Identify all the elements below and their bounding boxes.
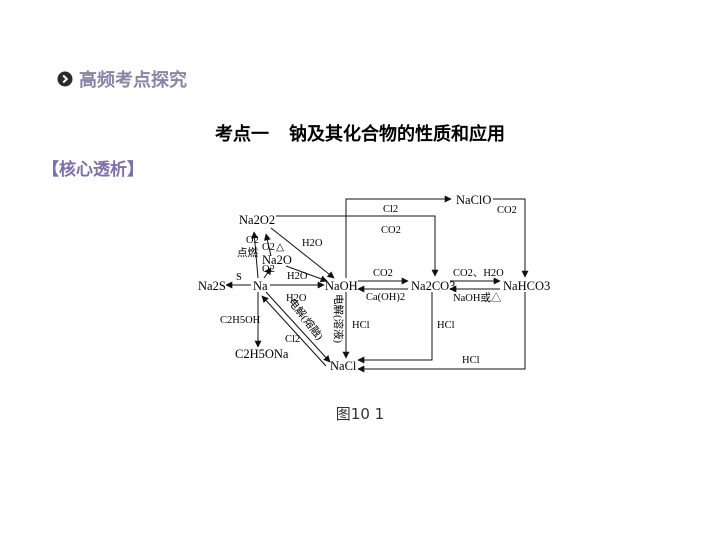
node-na2o2: Na2O2 [239,213,275,227]
node-nahco3: NaHCO3 [503,279,550,293]
label-dianran: 点燃 [237,246,258,259]
arrow-na2o2-to-naoh [270,227,335,279]
node-na2o: Na2O [262,253,292,267]
topic-name: 钠及其化合物的性质和应用 [289,124,505,145]
label-c2h5oh: C2H5OH [220,315,261,326]
label-o2-c: O2 [262,264,275,275]
arrow-na2o2-to-na2co3 [276,215,439,277]
figure-caption: 图10 1 [335,405,385,423]
label-cl2-top: Cl2 [383,204,398,215]
node-nacl: NaCl [330,359,357,373]
arrow-na-to-na2o [263,267,272,279]
arrow-naclo-to-nahco3 [493,198,529,278]
node-na: Na [253,279,268,293]
arrow-na2co3-to-nacl [357,292,433,364]
arrow-na-to-na2o2 [251,231,259,279]
node-na2co3: Na2CO3 [411,279,455,293]
node-na2s: Na2S [198,279,226,293]
arrow-nahco3-to-nacl [357,292,526,373]
arrow-nacl-to-na [261,295,327,367]
label-caoh2: Ca(OH)2 [366,292,405,303]
label-h2o-b: H2O [287,271,308,282]
label-electrolysis-soln: 电解(溶液) [332,294,345,343]
label-hcl-na2co3: HCl [437,320,455,331]
label-co2-naclo: CO2 [497,205,517,216]
section-title: 高频考点探究 [79,70,187,91]
label-co2-top: CO2 [381,225,401,236]
node-naoh: NaOH [325,279,358,293]
label-s: S [236,272,242,283]
section-header: 高频考点探究 [57,66,187,92]
label-o2-b: O2 [262,242,275,253]
node-naclo: NaClO [456,193,491,207]
arrow-naoh-to-naclo [345,195,452,278]
label-co2-mid: CO2 [373,268,393,279]
label-hcl-naoh: HCl [352,320,370,331]
arrow-na-to-nacl [265,291,331,363]
label-h2o-c: H2O [286,293,307,304]
label-h2o-a: H2O [302,238,323,249]
core-analysis-label: 【核心透析】 [42,160,144,180]
topic-title: 考点一钠及其化合物的性质和应用 [0,120,720,146]
arrow-na2o-to-naoh [285,265,328,283]
label-o2-a: O2 [246,235,259,246]
label-naoh-or-heat: NaOH或△ [453,292,502,304]
label-hcl-nahco3: HCl [462,355,480,366]
chevron-circle-icon [57,71,73,87]
topic-number: 考点一 [215,124,269,145]
label-delta: △ [276,242,285,253]
label-cl2-na: Cl2 [285,334,300,345]
arrow-na2o-to-na2o2 [263,233,272,257]
node-c2h5ona: C2H5ONa [235,347,289,361]
label-co2-h2o: CO2、H2O [453,268,504,279]
